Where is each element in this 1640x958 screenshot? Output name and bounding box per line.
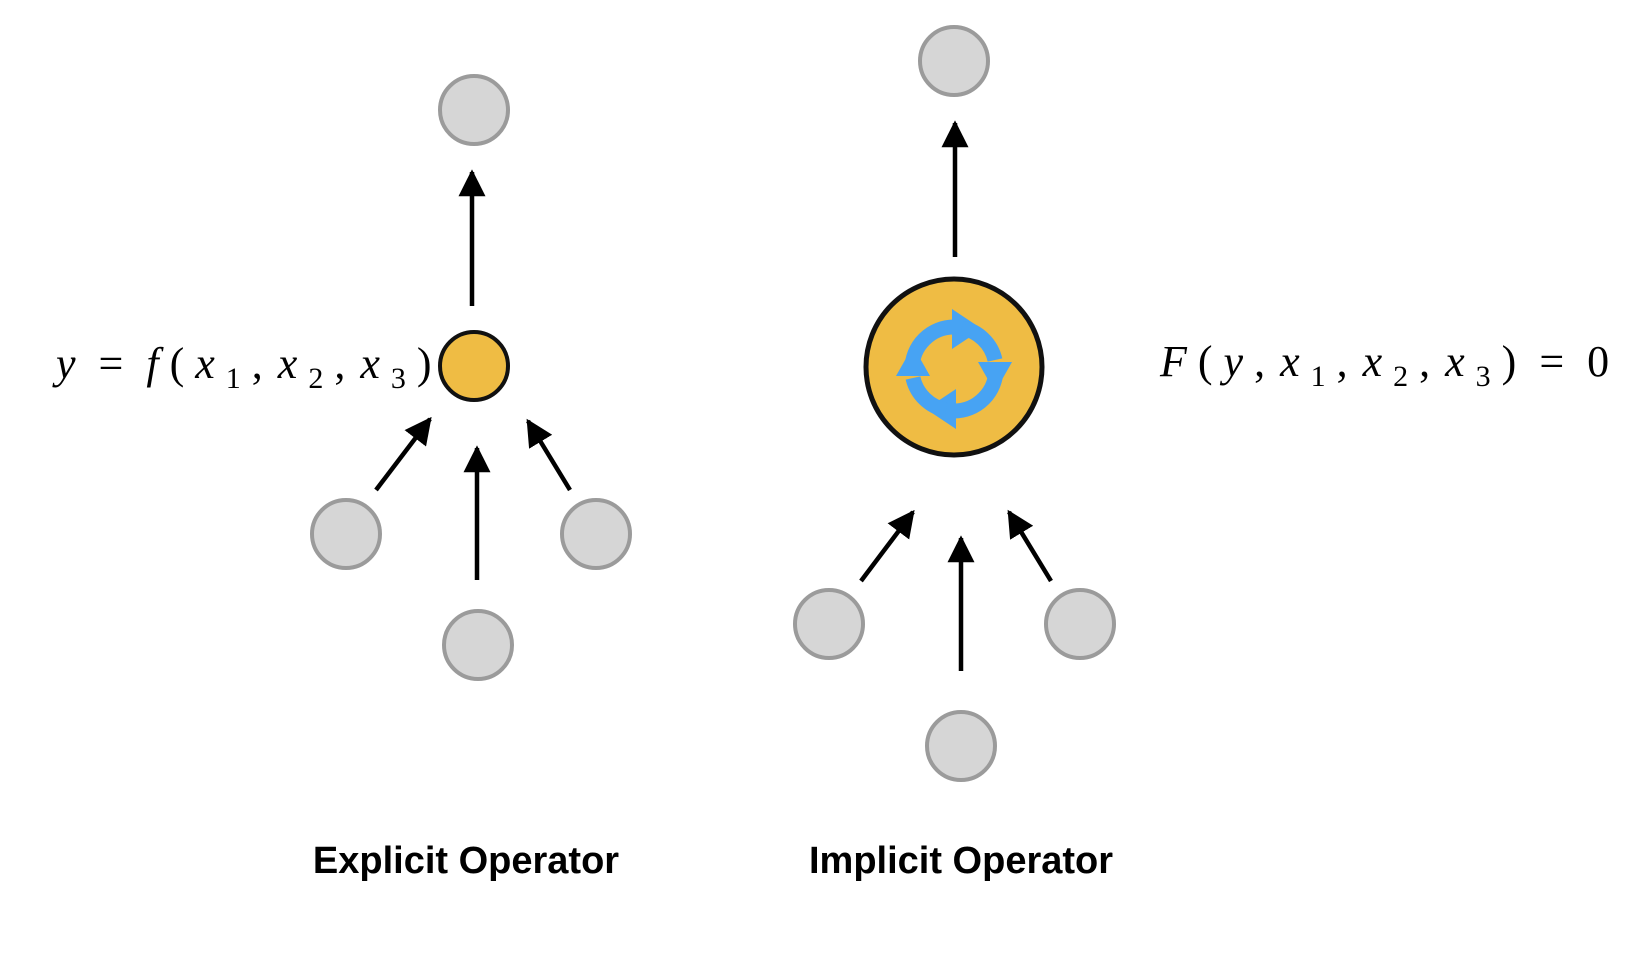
explicit-input-node-right	[560, 498, 632, 570]
implicit-operator-group: F ( y , x 1 , x 2 , x 3 ) = 0 Implicit O…	[793, 25, 1609, 882]
implicit-operator-node	[863, 276, 1045, 458]
implicit-input-node-center	[925, 710, 997, 782]
implicit-output-node	[918, 25, 990, 97]
implicit-operator-caption: Implicit Operator	[809, 840, 1113, 882]
explicit-operator-node	[438, 330, 510, 402]
explicit-equation: y = f ( x 1 , x 2 , x 3 )	[52, 339, 432, 398]
explicit-input-node-center	[442, 609, 514, 681]
explicit-input-node-left	[310, 498, 382, 570]
implicit-input-left-arrow	[859, 509, 915, 583]
implicit-input-right-arrow	[1007, 509, 1053, 583]
implicit-input-node-right	[1044, 588, 1116, 660]
explicit-output-node	[438, 74, 510, 146]
explicit-operator-caption: Explicit Operator	[313, 840, 619, 882]
implicit-equation: F ( y , x 1 , x 2 , x 3 ) = 0	[1159, 337, 1609, 396]
implicit-input-node-left	[793, 588, 865, 660]
cycle-arrows-icon	[896, 309, 1012, 429]
explicit-input-left-arrow	[374, 416, 432, 492]
explicit-operator-group: y = f ( x 1 , x 2 , x 3 ) Explicit Opera…	[52, 74, 632, 882]
explicit-input-right-arrow	[526, 418, 572, 492]
